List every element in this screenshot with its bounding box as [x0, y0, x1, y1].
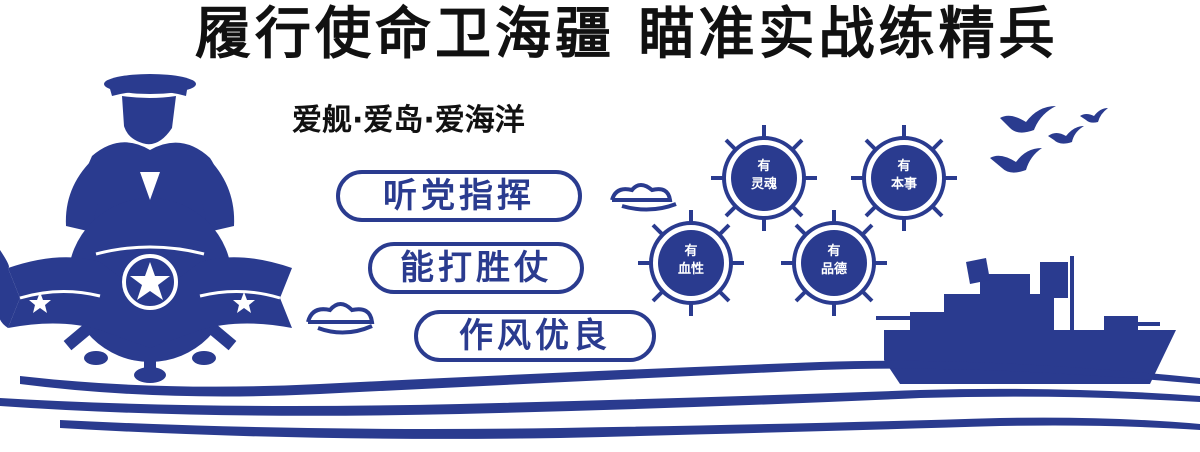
wheel-label-bottom: 品德	[820, 262, 847, 277]
wheel-label-top: 有	[827, 244, 841, 259]
wave-lines	[0, 360, 1200, 439]
sailor-helm-silhouette	[0, 74, 292, 383]
wheel-label-bottom: 灵魂	[750, 177, 777, 192]
ship-wheel-icon	[711, 125, 817, 231]
ship-wheel-icon	[638, 210, 744, 316]
ship-wheel-badge: 有本事	[849, 123, 959, 233]
ship-wheel-badge: 有灵魂	[709, 123, 819, 233]
wheel-label-top: 有	[897, 159, 911, 174]
slogan-pill: 作风优良	[414, 310, 656, 362]
ship-wheel-icon	[851, 125, 957, 231]
cloud-icon	[306, 183, 677, 335]
ship-wheel-badge: 有血性	[636, 208, 746, 318]
page-title: 履行使命卫海疆 瞄准实战练精兵	[195, 2, 1059, 67]
wheel-label-top: 有	[684, 244, 698, 259]
subtitle: 爱舰·爱岛·爱海洋	[292, 103, 525, 138]
wheel-label-top: 有	[757, 159, 771, 174]
bird-icon	[990, 106, 1108, 173]
wheel-label-bottom: 血性	[677, 262, 704, 277]
star-icon	[29, 262, 255, 313]
ship-wheel-icon	[781, 210, 887, 316]
slogan-pill: 能打胜仗	[368, 242, 584, 294]
slogan-pill: 听党指挥	[336, 170, 582, 222]
wheel-label-bottom: 本事	[890, 177, 917, 192]
ship-wheel-badge: 有品德	[779, 208, 889, 318]
